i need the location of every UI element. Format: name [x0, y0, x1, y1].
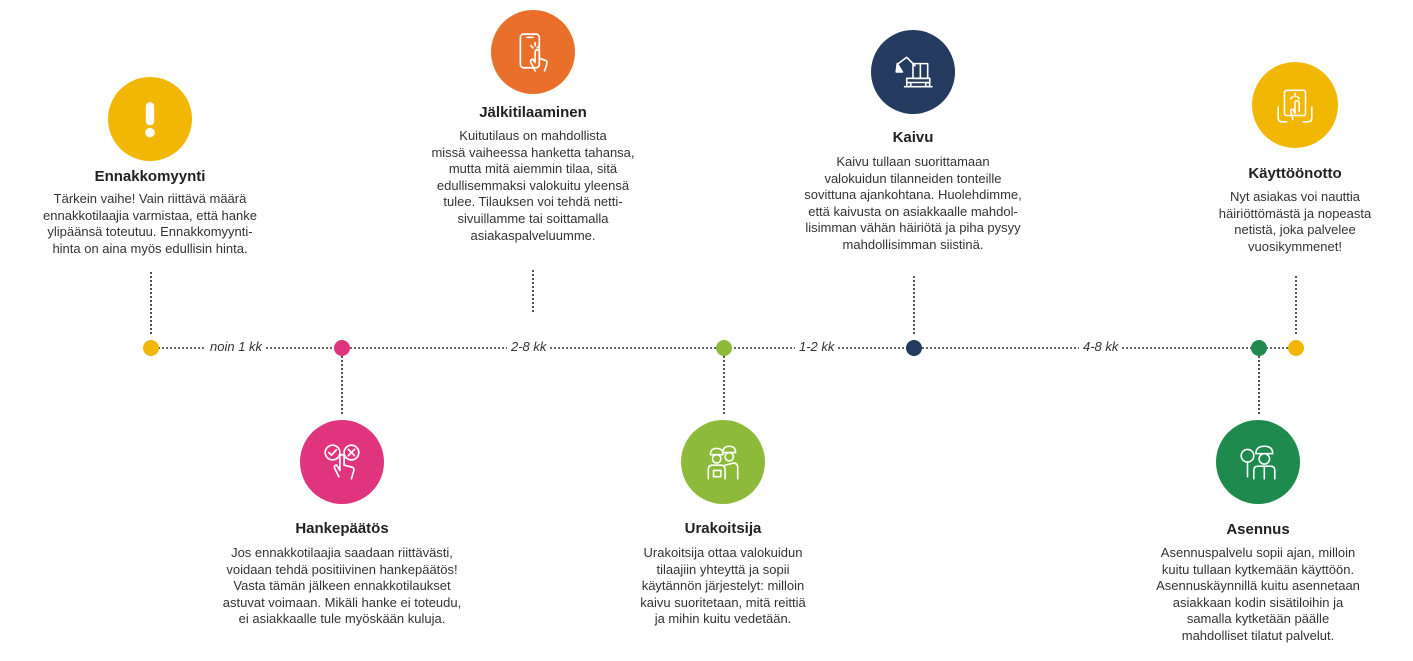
step-desc-kaivu: Kaivu tullaan suorittamaan valokuidun ti… — [773, 154, 1053, 254]
timeline-dot-kaivu — [906, 340, 922, 356]
desc-line: tilaajiin yhteyttä ja sopii — [656, 561, 790, 577]
duration-label: 1-2 kk — [795, 339, 839, 354]
timeline-dot-urakoitsija — [716, 340, 732, 356]
connector — [341, 356, 343, 414]
timeline-dot-hankepaatos — [334, 340, 350, 356]
desc-line: sovittuna ajankohtana. Huolehdimme, — [804, 187, 1022, 203]
desc-line: netistä, joka palvelee — [1234, 222, 1356, 238]
timeline-dot-kayttoonotto — [1288, 340, 1304, 356]
desc-line: Asennuspalvelu sopii ajan, milloin — [1160, 545, 1356, 560]
step-title-kayttoonotto: Käyttöönotto — [1248, 165, 1342, 182]
exclamation-icon — [145, 102, 155, 138]
connector — [150, 272, 152, 334]
kayttoonotto-circle — [1252, 62, 1338, 148]
timeline-dot-asennus — [1251, 340, 1267, 356]
step-title-urakoitsija: Urakoitsija — [684, 520, 762, 537]
desc-line: Urakoitsija ottaa valokuidun — [643, 545, 803, 560]
desc-line: tulee. Tilauksen voi tehdä netti- — [443, 194, 623, 210]
step-desc-hankepaatos: Jos ennakkotilaajia saadaan riittävästi,… — [197, 545, 487, 628]
desc-line: Jos ennakkotilaajia saadaan riittävästi, — [231, 545, 453, 560]
desc-line: kuitu tullaan kytkemään käyttöön. — [1161, 561, 1355, 577]
desc-line: mahdollisimman siistinä. — [842, 236, 984, 252]
desc-line: ei asiakkaalle tule myöskään kuluja. — [238, 611, 446, 627]
desc-line: Kaivu tullaan suorittamaan — [836, 154, 990, 169]
desc-line: Vasta tämän jälkeen ennakkotilaukset — [233, 578, 451, 594]
desc-line: sivuillamme tai soittamalla — [457, 210, 609, 226]
desc-line: lisimman vähän häiriötä ja piha pysyy — [805, 220, 1021, 236]
excavator-icon — [895, 56, 933, 88]
desc-line: ylipäänsä toteutuu. Ennakkomyynti- — [47, 224, 253, 240]
installer-icon — [1240, 445, 1276, 480]
step-title-jalkitilaaminen: Jälkitilaaminen — [479, 104, 587, 121]
desc-line: edullisemmaksi valokuitu yleensä — [436, 177, 630, 193]
kaivu-circle — [871, 30, 955, 114]
desc-line: häiriöttömästä ja nopeasta — [1218, 205, 1372, 221]
desc-line: asiakaspalveluumme. — [470, 227, 596, 243]
desc-line: samalla kytketään päälle — [1186, 611, 1330, 627]
step-desc-urakoitsija: Urakoitsija ottaa valokuidun tilaajiin y… — [593, 545, 853, 628]
timeline-dot-ennakkomyynti — [143, 340, 159, 356]
connector — [532, 270, 534, 312]
duration-label: 4-8 kk — [1079, 339, 1123, 354]
step-desc-asennus: Asennuspalvelu sopii ajan, milloin kuitu… — [1113, 545, 1403, 645]
desc-line: että kaivusta on asiakkaalle mahdol- — [808, 203, 1018, 219]
desc-line: valokuidun tilanneiden tonteille — [824, 170, 1002, 186]
tablet-touch-icon — [1277, 89, 1313, 123]
duration-label: 2-8 kk — [507, 339, 551, 354]
urakoitsija-circle — [681, 420, 765, 504]
step-title-hankepaatos: Hankepäätös — [295, 520, 389, 537]
asennus-circle — [1216, 420, 1300, 504]
desc-line: mutta mitä aiemmin tilaa, sitä — [448, 161, 618, 177]
desc-line: Kuitutilaus on mahdollista — [459, 128, 607, 143]
desc-line: mahdolliset tilatut palvelut. — [1181, 627, 1335, 643]
connector — [913, 276, 915, 334]
connector — [1258, 356, 1260, 414]
desc-line: vuosikymmenet! — [1248, 238, 1342, 254]
phone-tap-icon — [519, 33, 548, 72]
jalkitilaaminen-circle — [491, 10, 575, 94]
check-cross-hand-icon — [324, 444, 360, 480]
step-desc-ennakkomyynti: Tärkein vaihe! Vain riittävä määrä ennak… — [20, 191, 280, 257]
desc-line: Nyt asiakas voi nauttia — [1229, 189, 1361, 204]
desc-line: kaivu suoritetaan, mitä reittiä — [640, 594, 806, 610]
desc-line: ja mihin kuitu vedetään. — [654, 611, 792, 627]
step-title-asennus: Asennus — [1226, 521, 1290, 538]
connector — [723, 356, 725, 414]
step-title-kaivu: Kaivu — [892, 129, 934, 146]
desc-line: astuvat voimaan. Mikäli hanke ei toteudu… — [222, 594, 462, 610]
connector — [1295, 276, 1297, 334]
desc-line: asiakkaan kodin sisätiloihin ja — [1172, 594, 1344, 610]
desc-line: voidaan tehdä positiivinen hankepäätös! — [226, 561, 458, 577]
workers-icon — [707, 445, 739, 480]
desc-line: hinta on aina myös edullisin hinta. — [52, 240, 248, 256]
step-title-ennakkomyynti: Ennakkomyynti — [94, 168, 206, 185]
desc-line: käytännön järjestelyt: milloin — [641, 578, 805, 594]
ennakkomyynti-circle — [108, 77, 192, 161]
duration-label: noin 1 kk — [206, 339, 267, 354]
hankepaatos-circle — [300, 420, 384, 504]
step-desc-jalkitilaaminen: Kuitutilaus on mahdollista missä vaihees… — [393, 128, 673, 244]
step-desc-kayttoonotto: Nyt asiakas voi nauttia häiriöttömästä j… — [1163, 189, 1413, 255]
desc-line: missä vaiheessa hanketta tahansa, — [431, 144, 635, 160]
desc-line: Asennuskäynnillä kuitu asennetaan — [1156, 578, 1360, 594]
desc-line: Tärkein vaihe! Vain riittävä määrä — [53, 191, 247, 206]
desc-line: ennakkotilaajia varmistaa, että hanke — [43, 207, 257, 223]
